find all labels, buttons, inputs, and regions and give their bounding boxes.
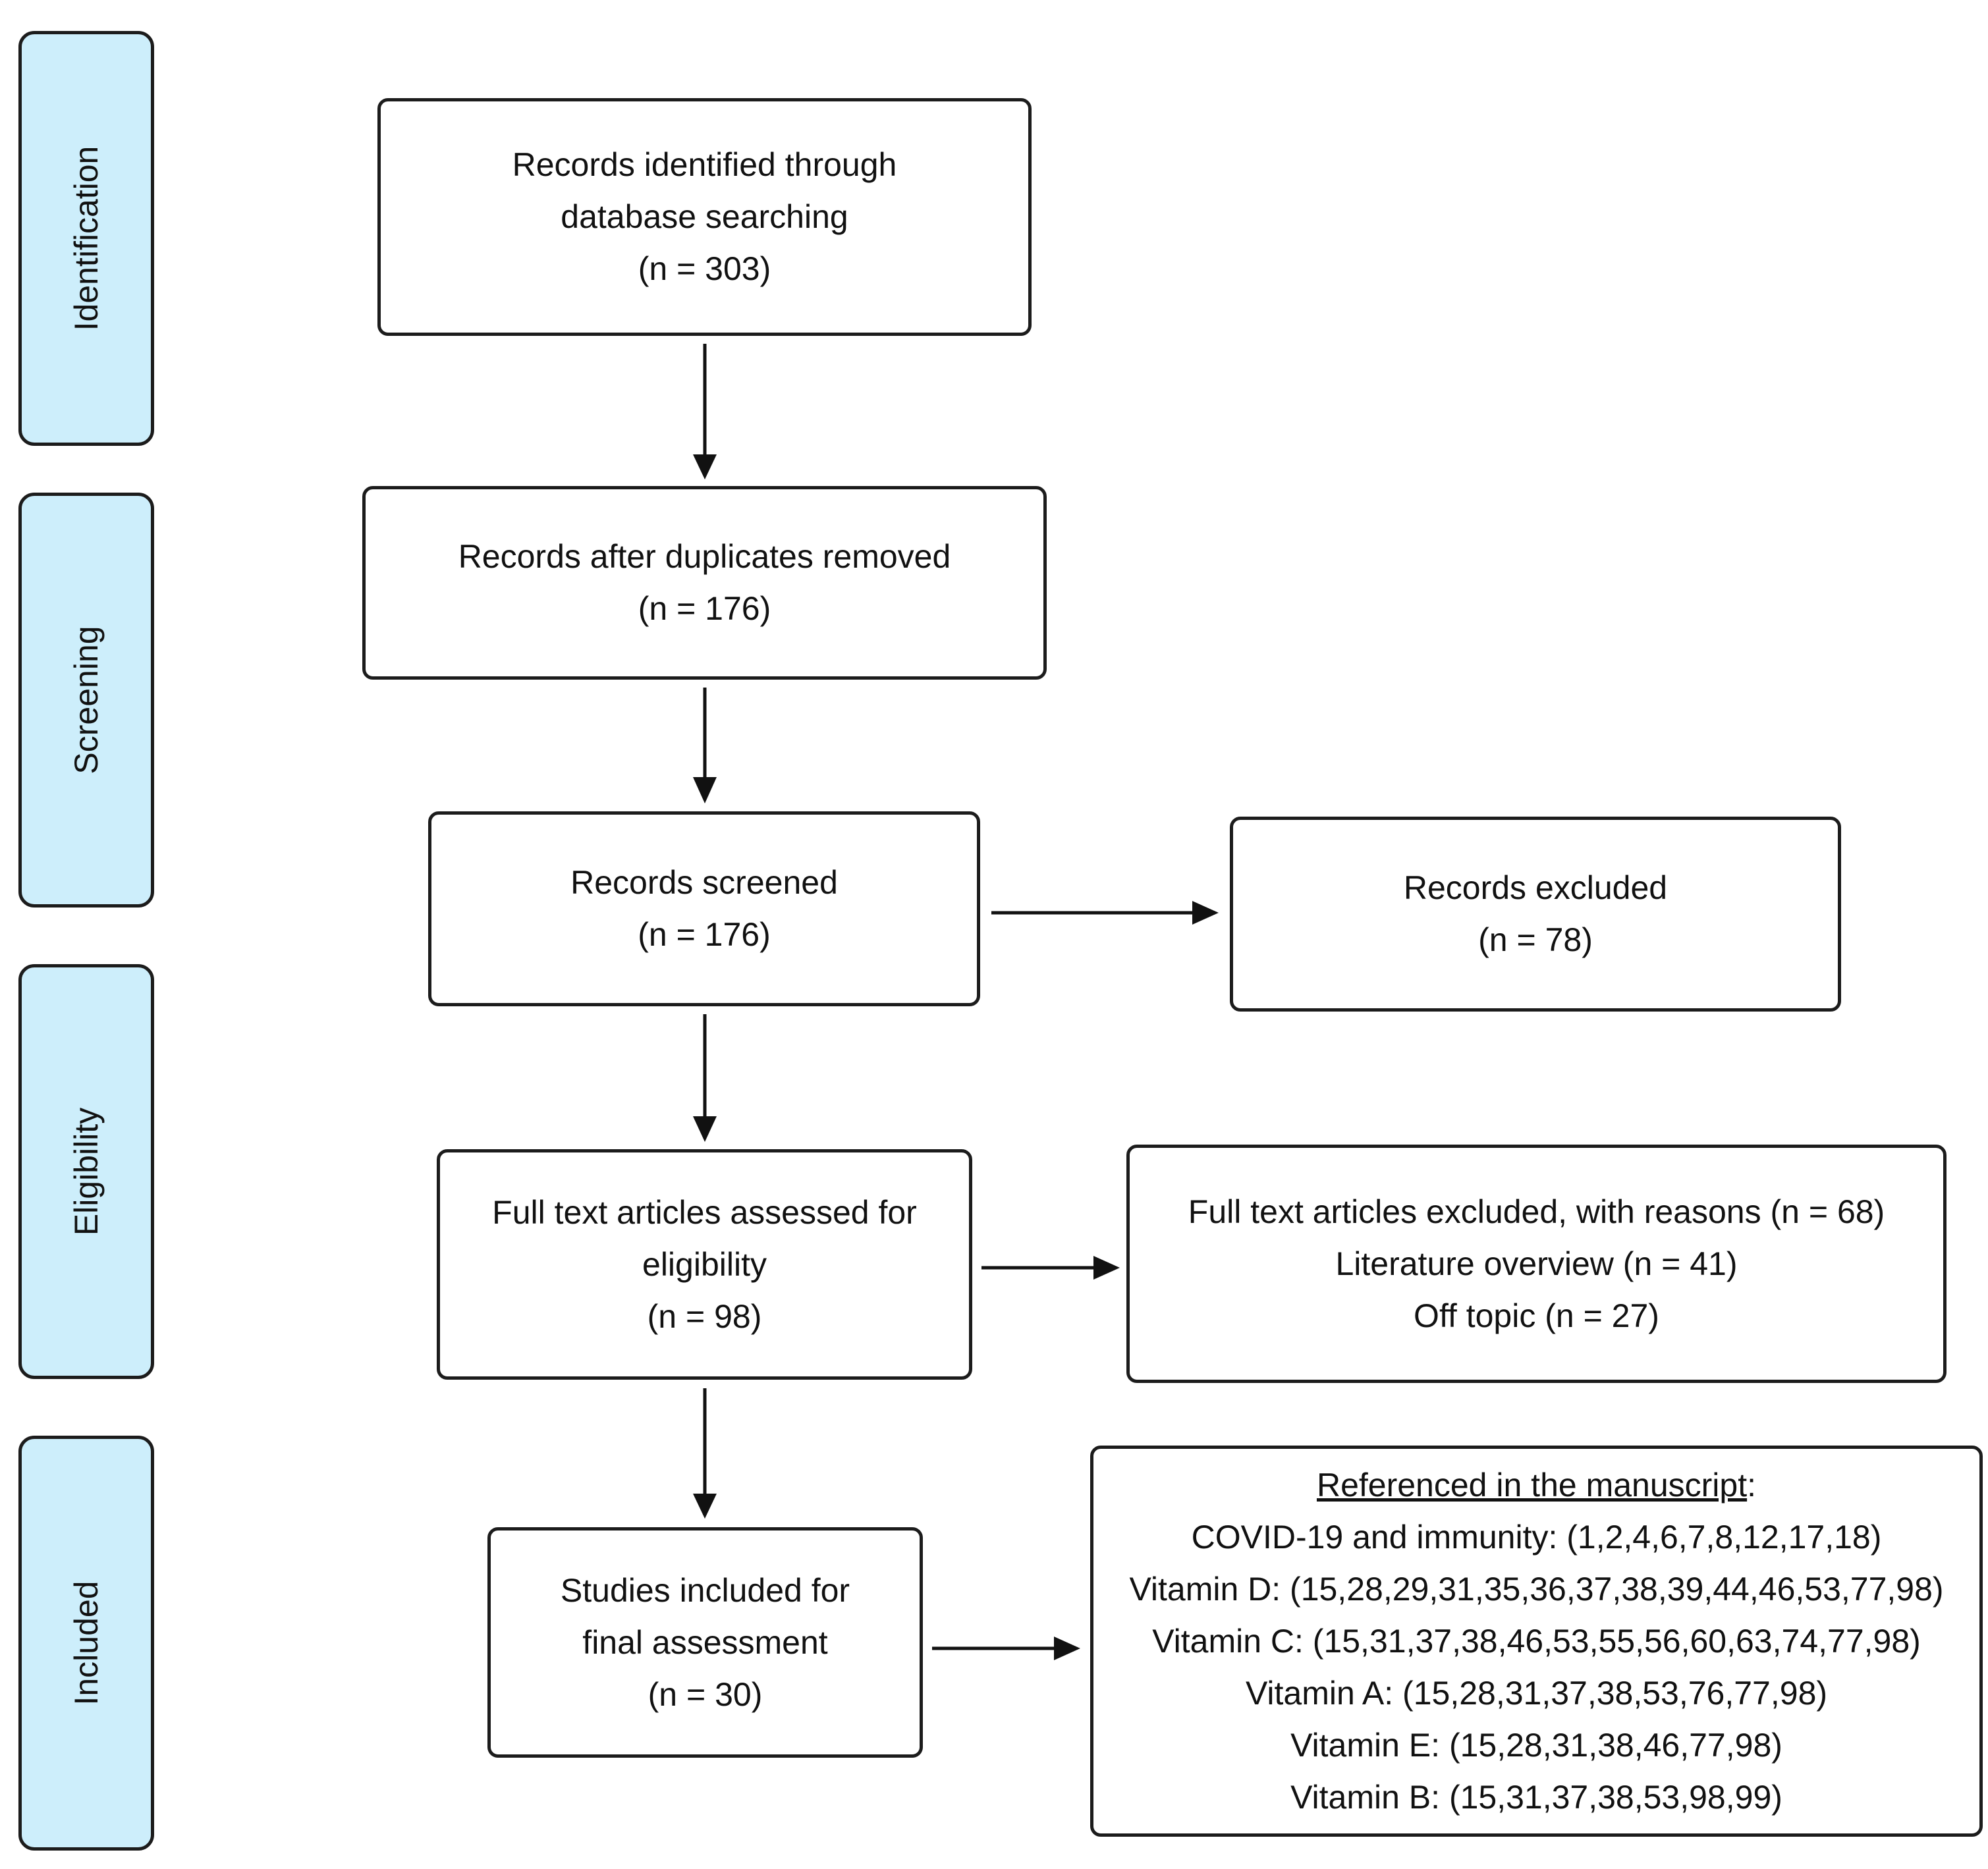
full-text-assessed-line-1: Full text articles assessed for xyxy=(492,1193,917,1231)
studies-included-count: (n = 30) xyxy=(648,1675,763,1713)
arrow-duplicates-to-screened xyxy=(693,688,717,803)
phase-eligibility: Eligibility xyxy=(18,964,154,1379)
reference-line-vitamin-a: Vitamin A: (15,28,31,37,38,53,76,77,98) xyxy=(1245,1674,1828,1712)
reference-line-vitamin-e: Vitamin E: (15,28,31,38,46,77,98) xyxy=(1290,1726,1782,1764)
records-screened-line-1: Records screened xyxy=(570,864,838,901)
phase-screening: Screening xyxy=(18,493,154,907)
references-heading: Referenced in the manuscript xyxy=(1316,1466,1748,1503)
reference-line-covid: COVID-19 and immunity: (1,2,4,6,7,8,12,1… xyxy=(1191,1518,1882,1556)
records-excluded-count: (n = 78) xyxy=(1478,921,1593,958)
records-identified-line-1: Records identified through xyxy=(512,146,897,183)
arrow-screened-to-excluded xyxy=(991,901,1219,925)
duplicates-removed-line-1: Records after duplicates removed xyxy=(458,538,951,575)
records-excluded-box: Records excluded (n = 78) xyxy=(1230,817,1841,1012)
reference-line-vitamin-b: Vitamin B: (15,31,37,38,53,98,99) xyxy=(1290,1778,1782,1816)
arrow-full-text-to-included xyxy=(693,1388,717,1519)
references-box: Referenced in the manuscript: COVID-19 a… xyxy=(1090,1446,1983,1837)
phase-included: Included xyxy=(18,1436,154,1851)
records-identified-line-2: database searching xyxy=(561,198,848,235)
reference-line-vitamin-d: Vitamin D: (15,28,29,31,35,36,37,38,39,4… xyxy=(1129,1570,1944,1608)
arrow-identified-to-duplicates xyxy=(693,344,717,479)
records-screened-box: Records screened (n = 176) xyxy=(428,811,980,1006)
references-heading-row: Referenced in the manuscript: xyxy=(1317,1459,1756,1511)
duplicates-removed-box: Records after duplicates removed (n = 17… xyxy=(362,486,1047,680)
records-screened-count: (n = 176) xyxy=(638,916,771,953)
duplicates-removed-count: (n = 176) xyxy=(638,590,771,627)
full-text-excluded-box: Full text articles excluded, with reason… xyxy=(1126,1145,1947,1383)
full-text-assessed-count: (n = 98) xyxy=(647,1297,762,1335)
full-text-excluded-line-1: Full text articles excluded, with reason… xyxy=(1188,1193,1885,1230)
studies-included-line-2: final assessment xyxy=(582,1623,828,1661)
arrow-screened-to-full-text xyxy=(693,1014,717,1142)
full-text-assessed-line-2: eligibility xyxy=(642,1245,767,1283)
arrow-full-text-to-excluded xyxy=(981,1256,1120,1280)
phase-identification: Identification xyxy=(18,31,154,446)
reference-line-vitamin-c: Vitamin C: (15,31,37,38,46,53,55,56,60,6… xyxy=(1152,1622,1921,1660)
full-text-assessed-box: Full text articles assessed for eligibil… xyxy=(437,1149,972,1380)
references-heading-colon: : xyxy=(1747,1466,1757,1503)
full-text-excluded-reason-1: Literature overview (n = 41) xyxy=(1335,1245,1738,1282)
arrow-included-to-references xyxy=(932,1637,1080,1660)
studies-included-box: Studies included for final assessment (n… xyxy=(487,1527,923,1758)
studies-included-line-1: Studies included for xyxy=(560,1571,850,1609)
records-identified-box: Records identified through database sear… xyxy=(377,98,1032,336)
full-text-excluded-reason-2: Off topic (n = 27) xyxy=(1414,1297,1659,1334)
records-excluded-line-1: Records excluded xyxy=(1403,869,1668,906)
records-identified-count: (n = 303) xyxy=(638,250,771,287)
